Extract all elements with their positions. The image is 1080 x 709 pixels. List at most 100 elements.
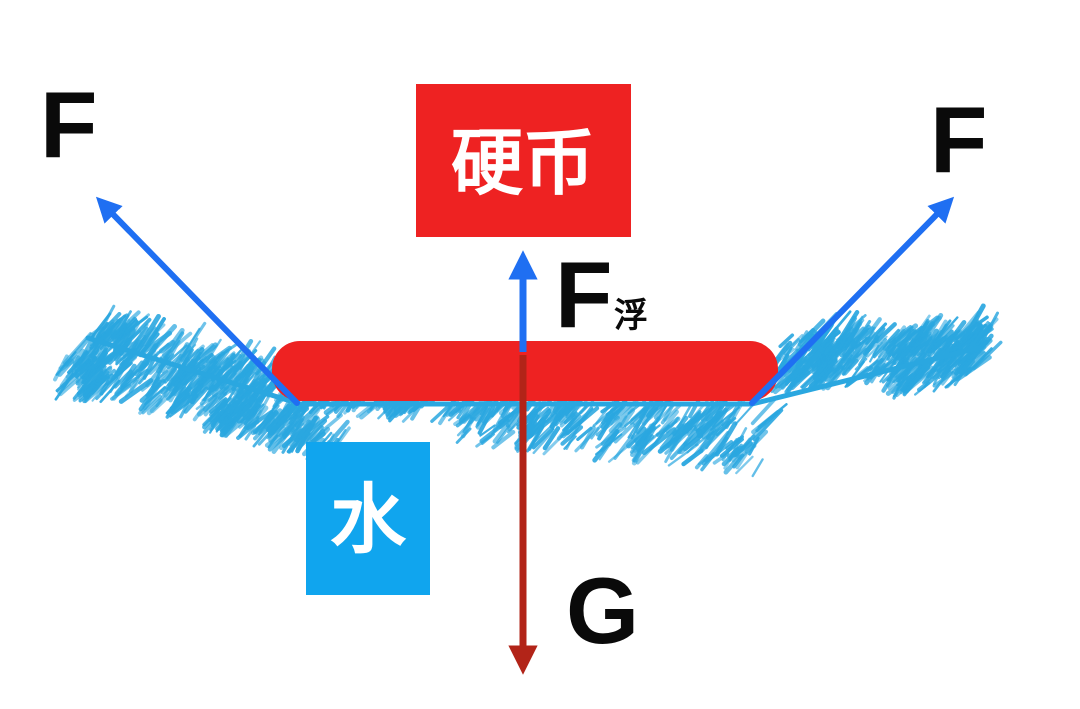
water-stroke bbox=[563, 411, 578, 425]
water-stroke bbox=[498, 412, 514, 430]
water-stroke bbox=[788, 361, 813, 382]
water-edge bbox=[749, 345, 981, 407]
water-stroke bbox=[613, 422, 635, 444]
water-stroke bbox=[778, 333, 795, 349]
water-stroke bbox=[822, 359, 838, 374]
water-stroke bbox=[700, 436, 729, 472]
water-stroke bbox=[738, 421, 767, 454]
water-stroke bbox=[663, 402, 683, 422]
water-stroke bbox=[688, 428, 717, 462]
coin-label-box bbox=[416, 84, 631, 237]
water-stroke bbox=[682, 433, 704, 452]
water-stroke bbox=[226, 408, 251, 427]
water-stroke bbox=[635, 434, 655, 451]
water-stroke bbox=[115, 322, 128, 341]
water-stroke bbox=[199, 388, 215, 406]
water-stroke bbox=[694, 454, 709, 470]
water-stroke bbox=[865, 322, 888, 345]
water-stroke bbox=[208, 399, 227, 423]
water-stroke bbox=[532, 430, 554, 455]
water-stroke bbox=[821, 335, 836, 356]
water-stroke bbox=[239, 357, 255, 377]
water-stroke bbox=[823, 310, 852, 344]
water-stroke bbox=[789, 370, 811, 391]
water-stroke bbox=[252, 410, 279, 435]
water-stroke bbox=[183, 364, 206, 386]
water-stroke bbox=[658, 409, 679, 435]
water-stroke bbox=[785, 333, 804, 351]
water-stroke bbox=[144, 386, 166, 406]
water-stroke bbox=[530, 422, 555, 446]
water-stroke bbox=[864, 336, 880, 354]
water-stroke bbox=[908, 321, 929, 348]
water-stroke bbox=[166, 342, 190, 382]
water-stroke bbox=[977, 311, 999, 350]
water-stroke bbox=[728, 446, 740, 462]
water-stroke bbox=[563, 422, 581, 437]
water-stroke bbox=[475, 434, 492, 448]
water-stroke bbox=[116, 319, 131, 343]
water-stroke bbox=[202, 394, 218, 412]
water-stroke bbox=[244, 424, 257, 441]
water-stroke bbox=[267, 427, 295, 452]
water-stroke bbox=[636, 416, 661, 447]
water-stroke bbox=[735, 455, 754, 475]
water-stroke bbox=[94, 365, 107, 386]
water-stroke bbox=[627, 407, 649, 439]
water-stroke bbox=[141, 394, 163, 415]
surface-tension-arrow-right bbox=[749, 196, 955, 406]
water-stroke bbox=[496, 425, 511, 444]
water-stroke bbox=[281, 428, 304, 449]
water-stroke bbox=[874, 322, 897, 344]
water-stroke bbox=[785, 366, 810, 384]
water-stroke bbox=[253, 417, 276, 441]
force-label-right: F bbox=[930, 87, 987, 192]
water-stroke bbox=[888, 328, 906, 358]
water-stroke bbox=[666, 425, 694, 447]
water-stroke bbox=[146, 398, 163, 416]
water-stroke bbox=[909, 338, 924, 353]
water-stroke bbox=[531, 427, 555, 450]
surface-tension-arrow-left bbox=[95, 196, 300, 406]
water-stroke bbox=[723, 454, 742, 475]
water-stroke bbox=[595, 415, 620, 437]
water-stroke bbox=[970, 323, 984, 342]
water-stroke bbox=[751, 458, 764, 478]
water-stroke bbox=[455, 414, 472, 428]
water-stroke bbox=[542, 426, 561, 451]
water-stroke bbox=[824, 349, 855, 382]
water-stroke bbox=[665, 416, 680, 434]
water-stroke bbox=[325, 419, 350, 447]
water-stroke bbox=[862, 317, 882, 343]
water-stroke bbox=[686, 439, 701, 454]
water-stroke bbox=[296, 407, 321, 439]
water-stroke bbox=[579, 425, 596, 450]
water-stroke bbox=[953, 358, 973, 387]
buoyancy-label: F bbox=[555, 242, 612, 347]
water-stroke bbox=[269, 419, 289, 445]
water-stroke bbox=[81, 355, 112, 391]
water-stroke bbox=[576, 426, 593, 441]
water-stroke bbox=[496, 412, 512, 428]
water-stroke bbox=[737, 443, 757, 460]
water-stroke bbox=[955, 355, 992, 382]
water-stroke bbox=[872, 328, 901, 359]
water-stroke bbox=[491, 430, 516, 450]
water-stroke bbox=[891, 370, 911, 395]
water-stroke bbox=[58, 377, 80, 397]
water-stroke bbox=[91, 322, 108, 335]
water-stroke bbox=[816, 343, 834, 369]
water-surface bbox=[53, 303, 1003, 478]
water-stroke bbox=[203, 386, 227, 417]
water-stroke bbox=[669, 441, 688, 461]
water-stroke bbox=[734, 403, 754, 426]
water-stroke bbox=[267, 404, 298, 436]
water-stroke bbox=[837, 315, 857, 350]
buoyancy-subscript: 浮 bbox=[614, 296, 648, 336]
water-stroke bbox=[169, 395, 198, 418]
water-stroke bbox=[705, 419, 724, 450]
water-stroke bbox=[613, 434, 634, 460]
water-stroke bbox=[492, 422, 510, 444]
water-stroke bbox=[735, 452, 748, 470]
water-stroke bbox=[560, 425, 584, 446]
